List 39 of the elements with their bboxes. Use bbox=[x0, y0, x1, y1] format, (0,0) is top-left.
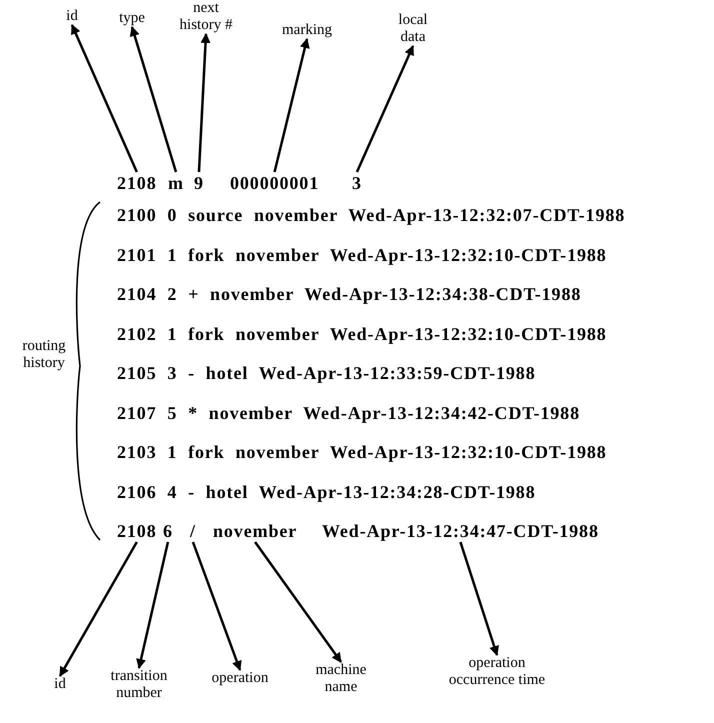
record-field: 6 bbox=[163, 520, 173, 542]
history-entry: 2100 0 source november Wed-Apr-13-12:32:07-CDT-1988 bbox=[117, 204, 626, 226]
field-caption: type bbox=[112, 10, 152, 27]
history-entry: 2106 4 - hotel Wed-Apr-13-12:34:28-CDT-1988 bbox=[117, 480, 536, 502]
field-caption: local data bbox=[385, 12, 441, 46]
field-caption: machine name bbox=[305, 662, 377, 696]
record-field: / bbox=[190, 520, 196, 542]
record-field: 9 bbox=[194, 172, 204, 194]
arrow bbox=[130, 26, 178, 172]
arrow bbox=[254, 541, 342, 663]
history-entry: 2103 1 fork november Wed-Apr-13-12:32:10-CDT-1988 bbox=[117, 441, 607, 463]
record-field: 2108 bbox=[117, 520, 157, 542]
history-entry: 2102 1 fork november Wed-Apr-13-12:32:10-CDT-1988 bbox=[117, 322, 607, 344]
arrow bbox=[273, 38, 310, 172]
field-caption: operation bbox=[200, 670, 280, 687]
history-entry: 2105 3 - hotel Wed-Apr-13-12:33:59-CDT-1988 bbox=[117, 362, 536, 384]
record-field: 2108 bbox=[117, 172, 157, 194]
field-caption: marking bbox=[272, 22, 342, 39]
record-field: november bbox=[213, 520, 298, 542]
arrow bbox=[58, 541, 138, 677]
record-field: 000000001 bbox=[230, 172, 320, 194]
field-caption: operation occurrence time bbox=[448, 655, 546, 689]
field-caption: transition number bbox=[102, 668, 176, 702]
arrow bbox=[459, 542, 499, 656]
field-caption: id bbox=[60, 8, 84, 25]
arrow bbox=[356, 45, 414, 172]
arrow bbox=[136, 542, 170, 669]
history-entry: 2104 2 + november Wed-Apr-13-12:34:38-CDT-1988 bbox=[117, 283, 582, 305]
arrow bbox=[198, 33, 211, 172]
arrow bbox=[70, 24, 138, 172]
field-caption: next history # bbox=[178, 0, 234, 34]
bracket-label: routing history bbox=[21, 338, 67, 372]
arrow bbox=[192, 542, 242, 671]
history-entry: 2107 5 * november Wed-Apr-13-12:34:42-CDT-1988 bbox=[117, 402, 580, 424]
record-field: 3 bbox=[352, 172, 362, 194]
field-caption: id bbox=[48, 676, 72, 693]
history-entry: 2101 1 fork november Wed-Apr-13-12:32:10-CDT-1988 bbox=[117, 244, 607, 266]
record-field: m bbox=[168, 172, 184, 194]
record-field: Wed-Apr-13-12:34:47-CDT-1988 bbox=[322, 520, 599, 542]
